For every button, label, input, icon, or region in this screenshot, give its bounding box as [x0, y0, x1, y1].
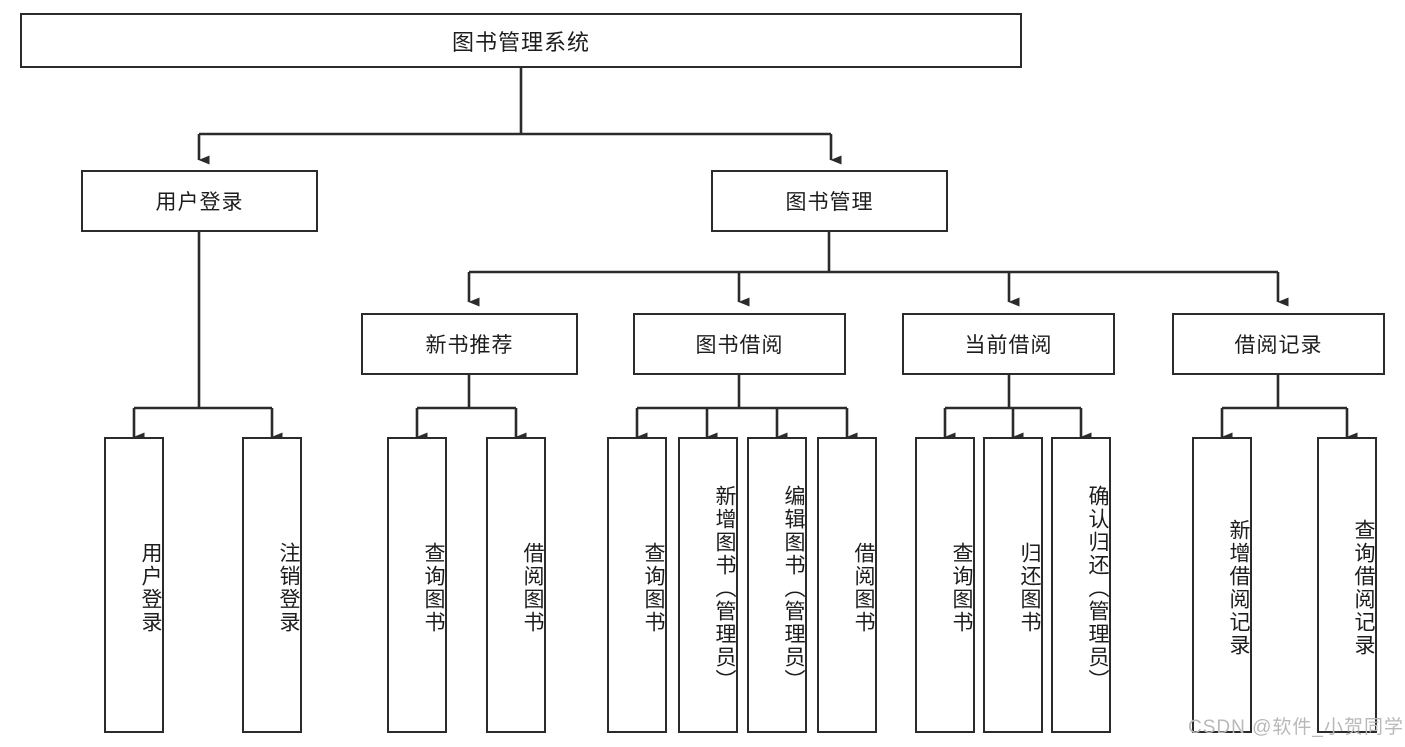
- node-book-borrow-label: 图书借阅: [695, 334, 784, 357]
- leaf-add-book-admin-label: 新增图书（管理员）: [713, 484, 736, 692]
- leaf-edit-book-admin-label: 编辑图书（管理员）: [782, 484, 805, 692]
- node-new-book-recommend[interactable]: 新书推荐: [361, 313, 578, 375]
- node-root[interactable]: 图书管理系统: [20, 13, 1022, 68]
- leaf-confirm-return-admin-label: 确认归还（管理员）: [1086, 484, 1109, 692]
- leaf-return-book[interactable]: 归还图书: [983, 437, 1043, 733]
- leaf-add-book-admin[interactable]: 新增图书（管理员）: [678, 437, 738, 733]
- leaf-borrow-book-1[interactable]: 借阅图书: [486, 437, 546, 733]
- leaf-borrow-book-1-label: 借阅图书: [521, 542, 544, 634]
- node-borrow-record[interactable]: 借阅记录: [1172, 313, 1385, 375]
- leaf-user-login-label: 用户登录: [139, 542, 162, 634]
- leaf-query-borrow-record[interactable]: 查询借阅记录: [1317, 437, 1377, 733]
- leaf-query-book-2[interactable]: 查询图书: [607, 437, 667, 733]
- leaf-query-book-2-label: 查询图书: [642, 542, 665, 634]
- node-new-book-recommend-label: 新书推荐: [425, 334, 514, 357]
- node-book-management-label: 图书管理: [785, 191, 874, 214]
- leaf-logout-label: 注销登录: [277, 542, 300, 634]
- leaf-edit-book-admin[interactable]: 编辑图书（管理员）: [747, 437, 807, 733]
- leaf-confirm-return-admin[interactable]: 确认归还（管理员）: [1051, 437, 1111, 733]
- node-book-management[interactable]: 图书管理: [711, 170, 948, 232]
- node-user-login-label: 用户登录: [155, 191, 244, 214]
- node-book-borrow[interactable]: 图书借阅: [633, 313, 846, 375]
- leaf-borrow-book-2-label: 借阅图书: [852, 542, 875, 634]
- leaf-query-book-3-label: 查询图书: [950, 542, 973, 634]
- leaf-user-login[interactable]: 用户登录: [104, 437, 164, 733]
- leaf-query-book-3[interactable]: 查询图书: [915, 437, 975, 733]
- leaf-logout[interactable]: 注销登录: [242, 437, 302, 733]
- node-current-borrow[interactable]: 当前借阅: [902, 313, 1115, 375]
- leaf-add-borrow-record[interactable]: 新增借阅记录: [1192, 437, 1252, 733]
- node-borrow-record-label: 借阅记录: [1234, 334, 1323, 357]
- leaf-query-book-1-label: 查询图书: [422, 542, 445, 634]
- leaf-borrow-book-2[interactable]: 借阅图书: [817, 437, 877, 733]
- node-root-label: 图书管理系统: [451, 29, 590, 55]
- leaf-add-borrow-record-label: 新增借阅记录: [1227, 519, 1250, 657]
- node-current-borrow-label: 当前借阅: [964, 334, 1053, 357]
- leaf-query-book-1[interactable]: 查询图书: [387, 437, 447, 733]
- leaf-query-borrow-record-label: 查询借阅记录: [1352, 519, 1375, 657]
- leaf-return-book-label: 归还图书: [1018, 542, 1041, 634]
- node-user-login[interactable]: 用户登录: [81, 170, 318, 232]
